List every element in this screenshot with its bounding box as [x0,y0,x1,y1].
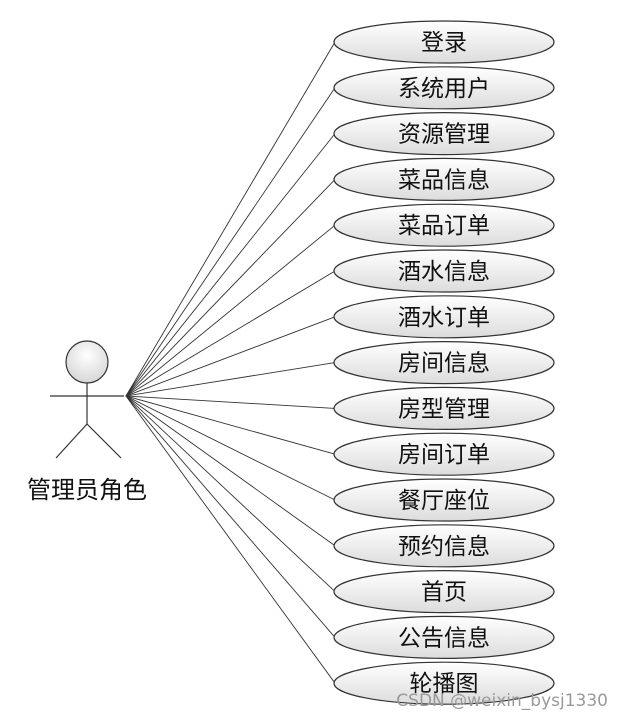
association-line [125,395,336,409]
use-case: 公告信息 [333,615,555,660]
use-case-label: 房间信息 [398,351,490,377]
use-case-ellipse [333,66,555,110]
association-line [125,270,336,397]
use-case-ellipse [333,478,555,522]
association-line [125,316,336,397]
association-line [125,133,336,397]
use-case: 菜品信息 [333,157,555,201]
use-case-label: 首页 [421,580,467,606]
use-case-label: 酒水订单 [398,305,490,331]
use-case-ellipse [333,112,555,156]
use-case-label: 公告信息 [398,625,490,651]
association-line [125,395,336,592]
association-line [125,224,336,397]
use-case-label: 系统用户 [398,76,490,102]
use-case-label: 房型管理 [398,396,490,422]
association-line [125,395,336,547]
actor-label: 管理员角色 [27,476,147,504]
use-case: 餐厅座位 [333,478,555,522]
association-line [125,87,336,397]
use-case-label: 资源管理 [398,122,490,148]
use-case-label: 菜品信息 [398,167,490,193]
use-case-ellipse [333,524,555,568]
use-case: 首页 [333,569,555,614]
association-line [125,179,336,397]
use-case-label: 菜品订单 [398,213,490,239]
association-line [125,395,336,684]
use-case-ellipse [333,295,555,339]
use-case-ellipse [333,249,555,293]
use-case-ellipse [333,615,555,660]
use-case-label: 登录 [421,30,467,56]
use-case-ellipse [333,341,555,385]
use-case: 登录 [333,20,555,64]
use-case-list: 登录系统用户资源管理菜品信息菜品订单酒水信息酒水订单房间信息房型管理房间订单餐厅… [333,20,555,705]
association-line [125,395,336,455]
actor-left-leg [55,423,88,459]
use-case: 资源管理 [333,112,555,156]
use-case: 房间信息 [333,341,555,385]
association-line [125,395,336,501]
use-case: 酒水信息 [333,249,555,293]
use-case-ellipse [333,661,555,705]
use-case-ellipse [333,432,555,476]
watermark: CSDN @weixin_bysj1330 [396,691,608,711]
use-case-label: 轮播图 [410,671,479,697]
use-case-ellipse [333,20,555,64]
use-case: 系统用户 [333,66,555,110]
association-line [125,395,336,638]
use-case: 预约信息 [333,524,555,568]
use-case-label: 预约信息 [398,534,490,560]
use-case: 房型管理 [333,386,555,430]
use-case: 酒水订单 [333,295,555,339]
use-case-ellipse [333,386,555,430]
use-case-ellipse [333,203,555,247]
actor-figure: 管理员角色 [27,340,147,504]
use-case-ellipse [333,157,555,201]
association-line [125,41,336,397]
use-case-ellipse [333,569,555,614]
use-case-label: 酒水信息 [398,259,490,285]
use-case: 菜品订单 [333,203,555,247]
association-line [125,362,336,397]
use-case-label: 餐厅座位 [398,488,490,514]
use-case: 房间订单 [333,432,555,476]
actor-right-leg [86,423,122,459]
use-case-label: 房间订单 [398,442,490,468]
association-lines [125,41,336,684]
actor-head [65,340,109,384]
use-case: 轮播图 [333,661,555,705]
